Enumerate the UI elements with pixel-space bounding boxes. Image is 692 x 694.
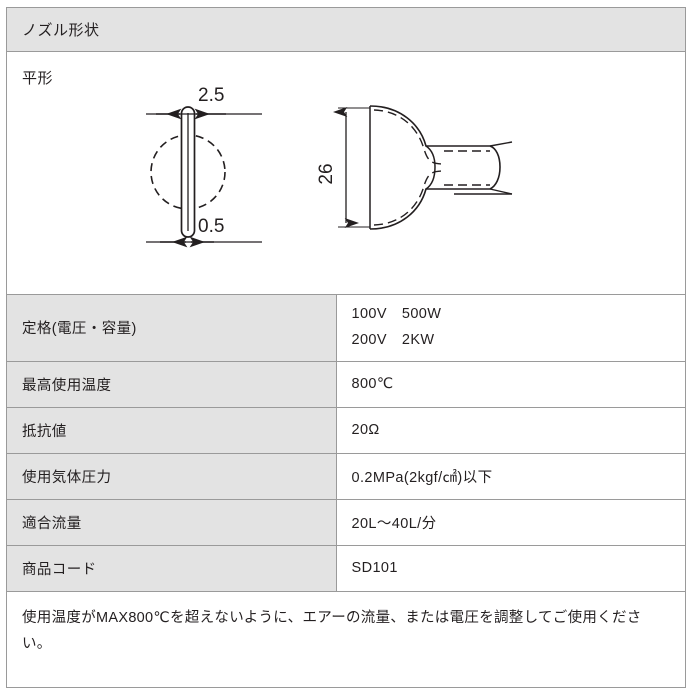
spec-value-max-temp: 800℃ — [336, 361, 685, 408]
spec-value-resistance: 20Ω — [336, 407, 685, 454]
spec-label-product-code: 商品コード — [7, 545, 337, 592]
specification-table: 定格(電圧・容量) 100V 500W 200V 2KW 最高使用温度 800℃… — [7, 295, 685, 592]
spec-label-rating: 定格(電圧・容量) — [7, 295, 337, 362]
spec-value-gas-pressure: 0.2MPa(2kgf/㎠)以下 — [336, 453, 685, 500]
front-view-group: 2.5 0.5 — [146, 85, 262, 248]
spec-label-flow-rate: 適合流量 — [7, 499, 337, 546]
nozzle-outer-profile — [369, 105, 501, 230]
dim-label-width: 2.5 — [198, 85, 224, 106]
table-row: 抵抗値 20Ω — [7, 407, 685, 454]
spec-value-line: 100V 500W — [351, 306, 442, 323]
caution-note: 使用温度がMAX800℃を超えないように、エアーの流量、または電圧を調整してご使… — [22, 609, 642, 653]
nozzle-drawing-svg: 2.5 0.5 26 — [146, 85, 513, 248]
spec-value-rating: 100V 500W 200V 2KW — [336, 295, 685, 362]
spec-value-flow-rate: 20L〜40L/分 — [336, 499, 685, 546]
technical-drawing: 2.5 0.5 26 — [7, 84, 685, 289]
nozzle-shape-block: 平形 — [7, 52, 685, 295]
spec-value-product-code: SD101 — [336, 545, 685, 592]
table-row: 商品コード SD101 — [7, 545, 685, 592]
nozzle-tube-end-flare — [489, 141, 513, 195]
page-title: ノズル形状 — [22, 22, 100, 39]
sheet-header: ノズル形状 — [7, 8, 685, 52]
spec-label-max-temp: 最高使用温度 — [7, 361, 337, 408]
side-view-group: 26 — [316, 105, 513, 230]
dim-label-thickness: 0.5 — [198, 216, 224, 237]
nozzle-type-label: 平形 — [22, 70, 54, 87]
nozzle-spec-sheet: ノズル形状 平形 — [6, 7, 686, 688]
spec-label-resistance: 抵抗値 — [7, 407, 337, 454]
table-row: 定格(電圧・容量) 100V 500W 200V 2KW — [7, 295, 685, 362]
dim-label-height: 26 — [316, 163, 337, 184]
table-row: 適合流量 20L〜40L/分 — [7, 499, 685, 546]
nozzle-throat-line — [425, 145, 436, 190]
spec-value-line: 200V 2KW — [351, 331, 435, 348]
table-row: 最高使用温度 800℃ — [7, 361, 685, 408]
spec-label-gas-pressure: 使用気体圧力 — [7, 453, 337, 500]
table-row: 使用気体圧力 0.2MPa(2kgf/㎠)以下 — [7, 453, 685, 500]
